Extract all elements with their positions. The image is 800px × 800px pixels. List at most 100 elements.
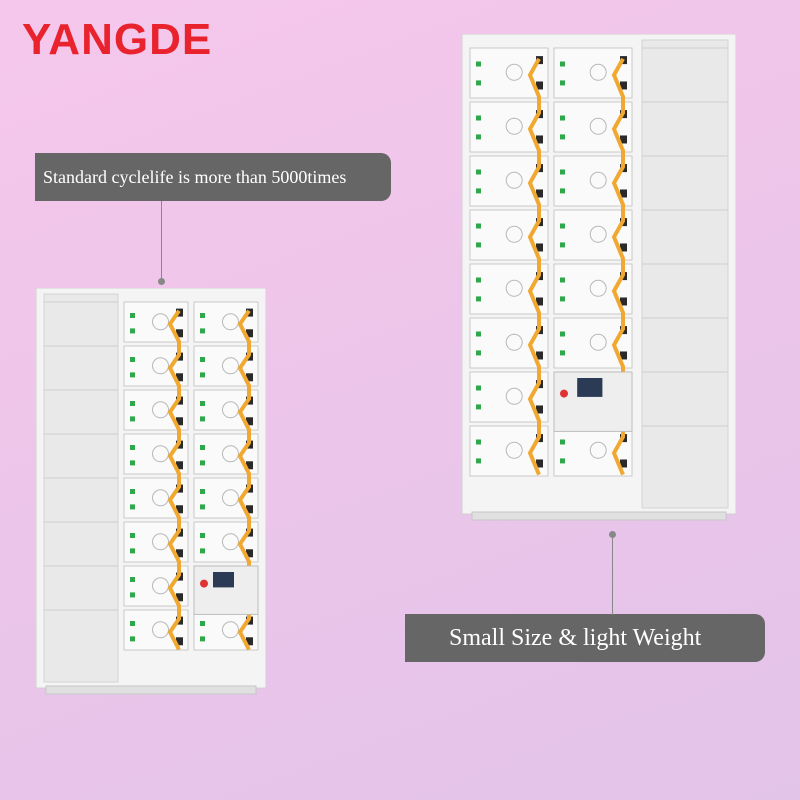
vent-grille [152, 357, 169, 375]
cabinet-side-panel [43, 293, 119, 683]
module-terminal [560, 331, 565, 337]
module-terminal [560, 439, 565, 445]
cycle-life-leader-dot [158, 278, 165, 285]
cable-lug [176, 373, 183, 382]
module-terminal [200, 313, 205, 318]
cycle-life-callout: Standard cyclelife is more than 5000time… [35, 153, 391, 201]
module-terminal [560, 458, 565, 464]
vent-grille [505, 333, 523, 351]
cabinet-base [471, 511, 727, 521]
module-terminal [200, 328, 205, 334]
vent-grille [152, 621, 169, 639]
module-terminal [476, 458, 481, 464]
module-terminal [476, 242, 481, 248]
cable-lug [620, 459, 627, 468]
cable-lug [620, 351, 627, 360]
module-terminal [200, 504, 205, 510]
size-weight-leader-dot [609, 531, 616, 538]
vent-grille [589, 117, 607, 135]
vent-grille [222, 313, 239, 331]
cable-lug [246, 505, 253, 514]
module-terminal [130, 548, 135, 554]
vent-grille [222, 445, 239, 463]
module-terminal [560, 169, 565, 175]
vent-grille [152, 401, 169, 419]
vent-grille [152, 533, 169, 551]
module-terminal [130, 533, 135, 538]
vent-grille [222, 533, 239, 551]
vent-grille [505, 63, 523, 81]
module-terminal [200, 416, 205, 422]
module-terminal [560, 223, 565, 229]
module-terminal [476, 134, 481, 140]
cable-lug [620, 81, 627, 90]
cable-lug [176, 505, 183, 514]
module-terminal [200, 445, 205, 450]
module-terminal [560, 134, 565, 140]
module-terminal [130, 416, 135, 422]
cable-lug [176, 329, 183, 338]
module-terminal [560, 80, 565, 86]
vent-grille [505, 387, 523, 405]
cable-lug [176, 637, 183, 646]
bms-display [213, 572, 234, 588]
module-terminal [130, 313, 135, 318]
cable-lug [246, 461, 253, 470]
module-terminal [476, 404, 481, 410]
cable-lug [176, 417, 183, 426]
module-terminal [476, 439, 481, 445]
module-terminal [200, 533, 205, 538]
vent-grille [589, 171, 607, 189]
module-terminal [130, 460, 135, 466]
vent-grille [152, 313, 169, 331]
cabinet-side-panel [641, 39, 729, 509]
module-terminal [476, 61, 481, 67]
cabinet-base [45, 685, 257, 695]
cable-lug [620, 189, 627, 198]
cable-lug [536, 81, 543, 90]
module-terminal [476, 223, 481, 229]
series-cable [167, 309, 181, 651]
vent-grille [152, 489, 169, 507]
module-terminal [476, 188, 481, 194]
module-terminal [130, 357, 135, 362]
module-terminal [476, 115, 481, 121]
module-terminal [130, 372, 135, 378]
cable-lug [536, 459, 543, 468]
vent-grille [505, 279, 523, 297]
vent-grille [589, 333, 607, 351]
left-cabinet-image [36, 288, 266, 695]
vent-grille [589, 441, 607, 459]
cable-lug [620, 297, 627, 306]
vent-grille [222, 489, 239, 507]
vent-grille [505, 171, 523, 189]
module-terminal [130, 577, 135, 582]
module-terminal [130, 636, 135, 642]
bms-breaker [560, 389, 568, 398]
vent-grille [589, 63, 607, 81]
cable-lug [176, 461, 183, 470]
module-terminal [130, 504, 135, 510]
vent-grille [152, 577, 169, 595]
brand-logo: YANGDE [22, 15, 213, 64]
size-weight-leader-line [612, 535, 613, 615]
module-terminal [130, 328, 135, 334]
module-terminal [476, 350, 481, 356]
module-terminal [476, 331, 481, 337]
cable-lug [620, 135, 627, 144]
cable-lug [246, 417, 253, 426]
cable-lug [536, 135, 543, 144]
vent-grille [505, 441, 523, 459]
cable-lug [620, 243, 627, 252]
cable-lug [176, 549, 183, 558]
module-terminal [560, 188, 565, 194]
module-terminal [476, 385, 481, 391]
right-cabinet-image [462, 34, 736, 521]
cycle-life-leader-line [161, 201, 162, 281]
vent-grille [222, 621, 239, 639]
module-terminal [200, 357, 205, 362]
module-terminal [130, 445, 135, 450]
module-terminal [560, 296, 565, 302]
vent-grille [505, 225, 523, 243]
